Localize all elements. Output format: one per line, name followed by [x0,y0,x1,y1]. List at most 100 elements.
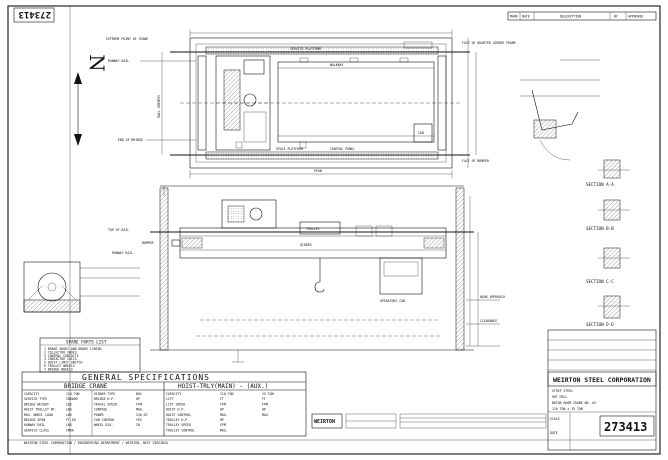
wheel-detail [23,261,140,313]
rev-by-label: BY [614,15,618,19]
specs-title: GENERAL SPECIFICATIONS [82,373,210,382]
spec-left-label: RUNWAY RAIL [24,423,45,427]
revision-header: MARK DATE DESCRIPTION BY APPROVED [507,11,657,21]
clearance-label: CLEARANCE [480,319,497,323]
spec-right-aux: HP [262,408,266,412]
company-name: WEIRTON STEEL CORPORATION [553,376,651,384]
spec-mid-label: CAB CONTROL [94,418,115,422]
spec-right-value: FT [220,397,224,401]
drawing-number-rotated: 273413 [18,9,51,19]
title-block: WEIRTON STEEL CORPORATION STRIP STEEL HO… [547,329,657,451]
control-panel-label: CONTROL PANEL [330,147,355,151]
cab-label: CAB [418,131,424,135]
bumper-elev-label: BUMPER [142,241,154,245]
spec-left-label: SERVICE CLASS [24,428,49,432]
spec-mid-label: WHEEL DIA. [94,423,113,427]
spec-left-value: LBS [66,402,72,406]
spec-left-label: BRIDGE SPAN [24,418,45,422]
spec-left-label: MAX. WHEEL LOAD [24,413,53,417]
spec-left-value: CMAA [66,428,74,432]
spec-left-value: LBS [66,413,72,417]
spec-right-value: FPM [220,423,226,427]
spec-right-label: HOIST CONTROL [166,413,191,417]
spec-right-aux: FPM [262,402,268,406]
spec-right-aux: MAG. [262,413,270,417]
spec-left-value: FT-IN [66,418,76,422]
spec-right-label: LIFT SPEED [166,402,185,406]
elevation-view: TOP OF RAIL TROLLEY GIRDER OPERATORS CAB… [108,185,505,363]
stamp-text: WEIRTON [314,419,335,425]
spec-right-value: HP [220,408,224,412]
title-line3: MOTOR ROOM CRANE NO. 62 [552,401,596,405]
hoist-header: HOIST-TRLY(MAIN) - (AUX.) [178,383,268,390]
face-label: FACE OF QUARTER GIRDER FRAME [462,41,516,45]
bumper-label: FACE OF BUMPER [462,159,489,163]
spec-right-value: MAG. [220,413,228,417]
spare-part-item: 6 TROLLEY WHEELS [44,364,75,368]
title-line2: HOT MILL [552,395,567,399]
spare-part-item: 2 COLLECTOR SHOES [44,350,77,354]
hook-approach-label: HOOK APPROACH [480,295,505,299]
rail-centers-label: RAIL CENTERS [157,95,161,118]
spec-mid-label: BRIDGE H.P. [94,397,115,401]
weirton-stamp: WEIRTON [311,413,547,429]
spec-mid-value: HP [136,397,140,401]
spec-left-value: INDOOR [66,397,78,401]
spare-part-item: 4 CONTACTOR COILS [44,357,77,361]
spec-right-label: CAPACITY [166,392,181,396]
general-specifications: GENERAL SPECIFICATIONS BRIDGE CRANE HOIS… [21,371,307,437]
runway-elev-label: RUNWAY RAIL [112,251,133,255]
spec-left-value: 110 TON [66,392,80,396]
girder-label: GIRDER [300,243,312,247]
spec-mid-value: IN [136,423,140,427]
north-arrow: N [74,54,109,146]
title-drawing-number: 273413 [604,420,647,434]
plan-view: EXTREME POINT OF CRANE CAB SERVI [106,29,516,178]
spec-right-value: MAG. [220,428,228,432]
end-of-bridge-label: END OF BRIDGE [118,138,143,142]
top-of-rail-label: TOP OF RAIL [108,228,129,232]
operators-cab [379,257,423,295]
space-platform-label: SPACE PLATFORM [276,147,303,151]
spec-right-label: TROLLEY H.P. [166,418,189,422]
section-a: SECTION A-A [586,159,630,187]
rev-approved-label: APPROVED [628,15,643,19]
spare-part-item: 1 BRAKE SHOES AND BRAKE LINING [44,347,102,351]
trolley-label: TROLLEY [306,227,320,231]
section-d: SECTION D-D [586,295,630,327]
rev-mark-label: MARK [510,15,518,19]
spec-mid-value: BOX [136,392,142,396]
spare-part-item: 5 HOIST LIMIT SWITCH [44,361,82,365]
north-label: N [85,54,109,72]
section-c-label: SECTION C-C [586,279,614,284]
scale-label: SCALE [550,417,560,421]
title-line1: STRIP STEEL [552,389,573,393]
walkway-label: WALKWAY [330,63,344,67]
section-b: SECTION B-B [586,199,630,231]
elevation-trolley [221,199,277,229]
bridge-header: BRIDGE CRANE [64,383,108,390]
runway-rail-label: RUNWAY RAIL [108,59,129,63]
spec-mid-label: GIRDER TYPE [94,392,115,396]
rev-date-label: DATE [522,15,530,19]
spec-right-aux: FT [262,397,266,401]
section-b-label: SECTION B-B [586,226,614,231]
spec-mid-label: POWER [94,413,104,417]
spec-right-label: LIFT [166,397,174,401]
spec-left-label: SERVICE TYPE [24,397,47,401]
spec-mid-value: FPM [136,402,142,406]
detail-top-right [520,59,600,161]
spec-right-label: TROLLEY SPEED [166,423,191,427]
spec-right-aux: 15 TON [262,392,274,396]
service-platform-label: SERVICE PLATFORM [290,47,321,51]
section-c: SECTION C-C [586,247,630,284]
span-label: SPAN [314,169,322,173]
spare-part-item: 7 BRIDGE WHEELS [44,367,73,371]
spec-left-value: LBS [66,423,72,427]
spec-right-label: HOIST H.P. [166,408,185,412]
spec-mid-value: YES [136,418,142,422]
spec-left-value: LBS [66,408,72,412]
rev-description-label: DESCRIPTION [560,15,581,19]
